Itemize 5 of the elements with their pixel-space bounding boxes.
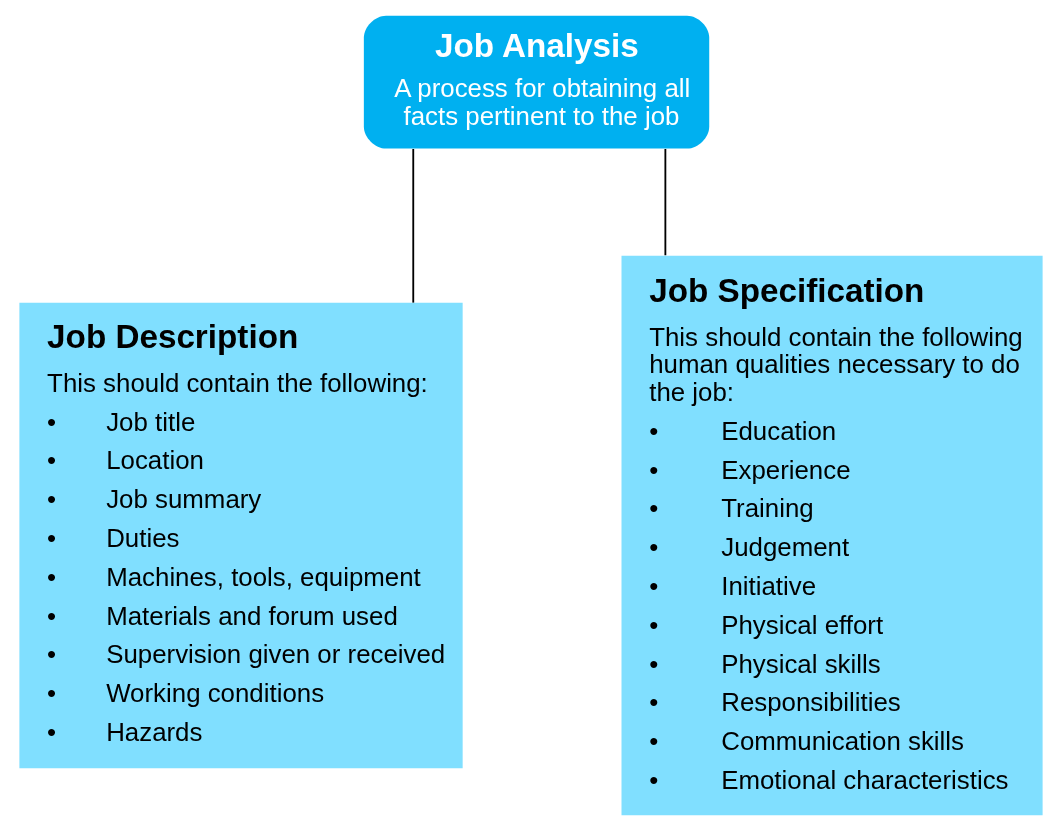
node-box: Job Specification This should contain the following human qualities necessary to do the job: • Education • Experience • Training • Judgement • Initiative • Physical effort • Physical skills • Responsibilities • Communication skills • Emotional characteristics [621, 255, 1043, 816]
node-box: Job Description This should contain the following: • Job title • Location • Job summary • Duties • Machines, tools, equipment • Materials and forum used • Supervision given or received • Working conditions • Hazards [18, 302, 463, 769]
connector [663, 148, 666, 257]
connector [411, 148, 414, 304]
node-box: Job Analysis A process for obtaining all facts pertinent to the job [363, 15, 709, 149]
